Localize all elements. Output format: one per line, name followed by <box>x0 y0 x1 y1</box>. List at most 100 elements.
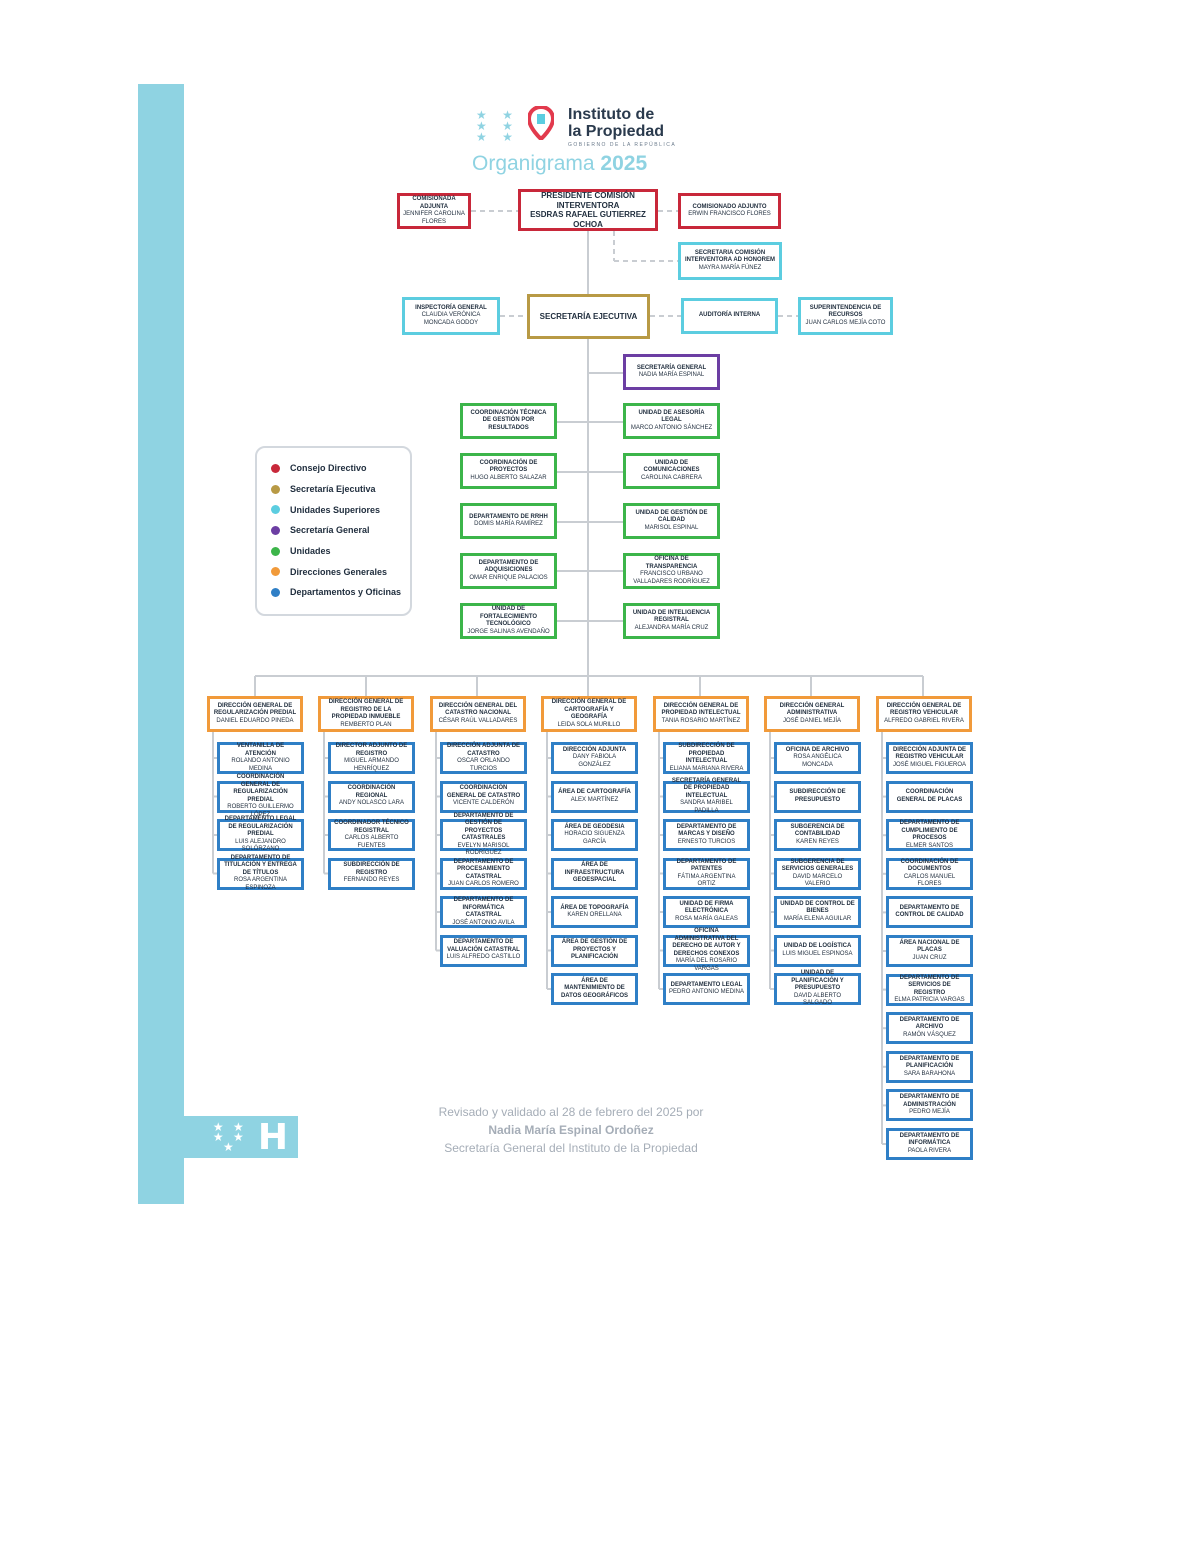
legend-item: Unidades Superiores <box>271 499 410 520</box>
legend-item: Departamentos y Oficinas <box>271 582 410 603</box>
government-h-logo: ★ ★ ★ ★ ★ H <box>184 1116 298 1158</box>
legend-color-dot <box>271 587 280 597</box>
legend-label: Unidades <box>290 546 331 557</box>
direction-box: DIRECCIÓN GENERAL DE REGISTRO DE LA PROP… <box>318 696 414 732</box>
department-box: COORDINACIÓN GENERAL DE REGULARIZACIÓN P… <box>217 774 304 818</box>
internal-audit-box: AUDITORÍA INTERNA <box>681 298 778 334</box>
logo-name-line1: Instituto de <box>568 106 655 123</box>
direction-box: DIRECCIÓN GENERAL DE CARTOGRAFÍA Y GEOGR… <box>541 696 637 732</box>
legend-label: Secretaría Ejecutiva <box>290 484 376 495</box>
legend-item: Secretaría Ejecutiva <box>271 479 410 500</box>
direction-box: DIRECCIÓN GENERAL DE PROPIEDAD INTELECTU… <box>653 696 749 732</box>
logo-name-line2: la Propiedad <box>568 123 665 140</box>
validation-note: Revisado y validado al 28 de febrero del… <box>380 1103 762 1157</box>
direction-box: DIRECCIÓN GENERAL DE REGULARIZACIÓN PRED… <box>207 696 303 732</box>
validation-line1: Revisado y validado al 28 de febrero del… <box>438 1105 704 1119</box>
commission-secretary-box: SECRETARIA COMISIÓN INTERVENTORA AD HONO… <box>678 242 782 280</box>
logo-tagline: GOBIERNO DE LA REPÚBLICA <box>568 142 677 148</box>
executive-secretary-box: SECRETARÍA EJECUTIVA <box>527 294 650 339</box>
legend-label: Secretaría General <box>290 525 370 536</box>
validation-line3: Secretaría General del Instituto de la P… <box>444 1141 698 1155</box>
unit-box: COORDINACIÓN TÉCNICA DE GESTIÓN POR RESU… <box>460 403 557 439</box>
department-box: DEPARTAMENTO DE GESTIÓN DE PROYECTOS CAT… <box>440 813 527 856</box>
department-box: COORDINACIÓN GENERAL DE PLACAS <box>886 780 973 813</box>
validation-line2: Nadia María Espinal Ordoñez <box>488 1123 654 1137</box>
legend-item: Direcciones Generales <box>271 561 410 582</box>
department-box: DEPARTAMENTO DE TITULACIÓN Y ENTREGA DE … <box>217 855 304 891</box>
map-pin-icon <box>528 106 554 140</box>
department-box: ÁREA DE GESTIÓN DE PROYECTOS Y PLANIFICA… <box>551 934 638 967</box>
side-color-band <box>138 84 184 1204</box>
legend-item: Consejo Directivo <box>271 458 410 479</box>
page-title: Organigrama 2025 <box>472 152 648 175</box>
department-box: SECRETARÍA GENERAL DE PROPIEDAD INTELECT… <box>663 778 750 814</box>
department-box: ÁREA DE MANTENIMIENTO DE DATOS GEOGRÁFIC… <box>551 973 638 1005</box>
legend-color-dot <box>271 463 280 473</box>
legend-label: Unidades Superiores <box>290 504 381 515</box>
department-box: ÁREA DE INFRAESTRUCTURA GEOESPACIAL <box>551 857 638 890</box>
legend-color-dot <box>271 546 280 556</box>
legend-color-dot <box>271 525 280 535</box>
department-box: SUBDIRECCIÓN DE PRESUPUESTO <box>774 780 861 813</box>
legend-item: Unidades <box>271 541 410 562</box>
legend-color-dot <box>271 505 280 515</box>
department-box: DEPARTAMENTO DE CUMPLIMIENTO DE PROCESOS… <box>886 819 973 852</box>
legend-color-dot <box>271 484 280 494</box>
legend-label: Consejo Directivo <box>290 463 367 474</box>
stars-icon: ★ ★ ★ ★ ★ ★ <box>476 108 519 144</box>
h-letter: H <box>257 1116 288 1158</box>
department-box: DEPARTAMENTO LEGAL DE REGULARIZACIÓN PRE… <box>217 816 304 852</box>
stars-icon: ★ ★ ★ ★ ★ <box>212 1120 247 1154</box>
department-box: DEPARTAMENTO DE CONTROL DE CALIDAD <box>886 896 973 929</box>
